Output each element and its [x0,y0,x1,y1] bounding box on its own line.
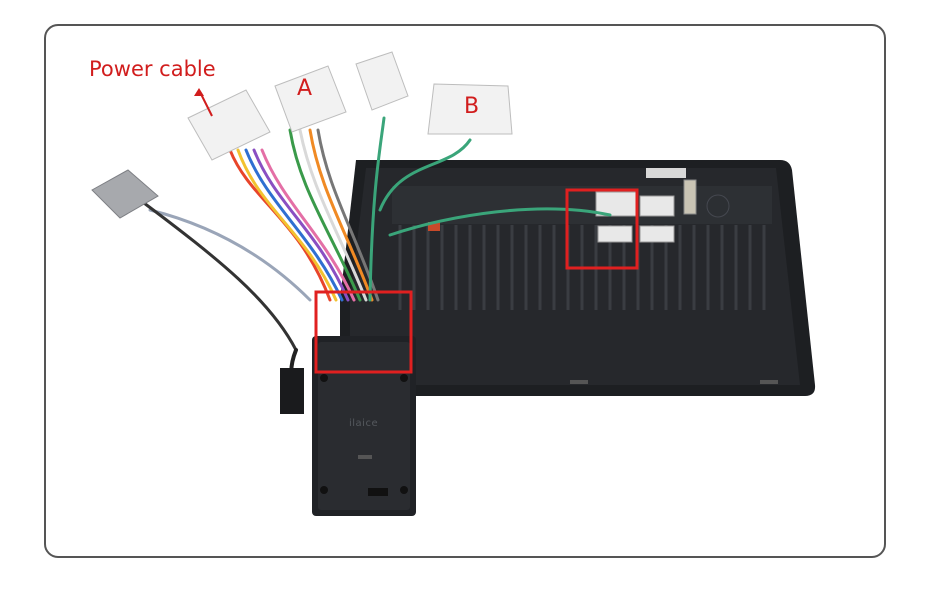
connectors [91,51,513,414]
connector-a-label: A [297,76,313,101]
power-cable-label: Power cable [89,57,216,81]
head-unit [340,160,816,396]
canbus-box [312,336,416,516]
arrow-head-icon [194,88,204,96]
connector-b-label: B [464,94,480,119]
highlight-box-ports [565,188,639,270]
box-brand-text: ilaice [349,418,379,429]
highlight-box-harness [314,290,413,374]
wire-harness [138,116,612,382]
